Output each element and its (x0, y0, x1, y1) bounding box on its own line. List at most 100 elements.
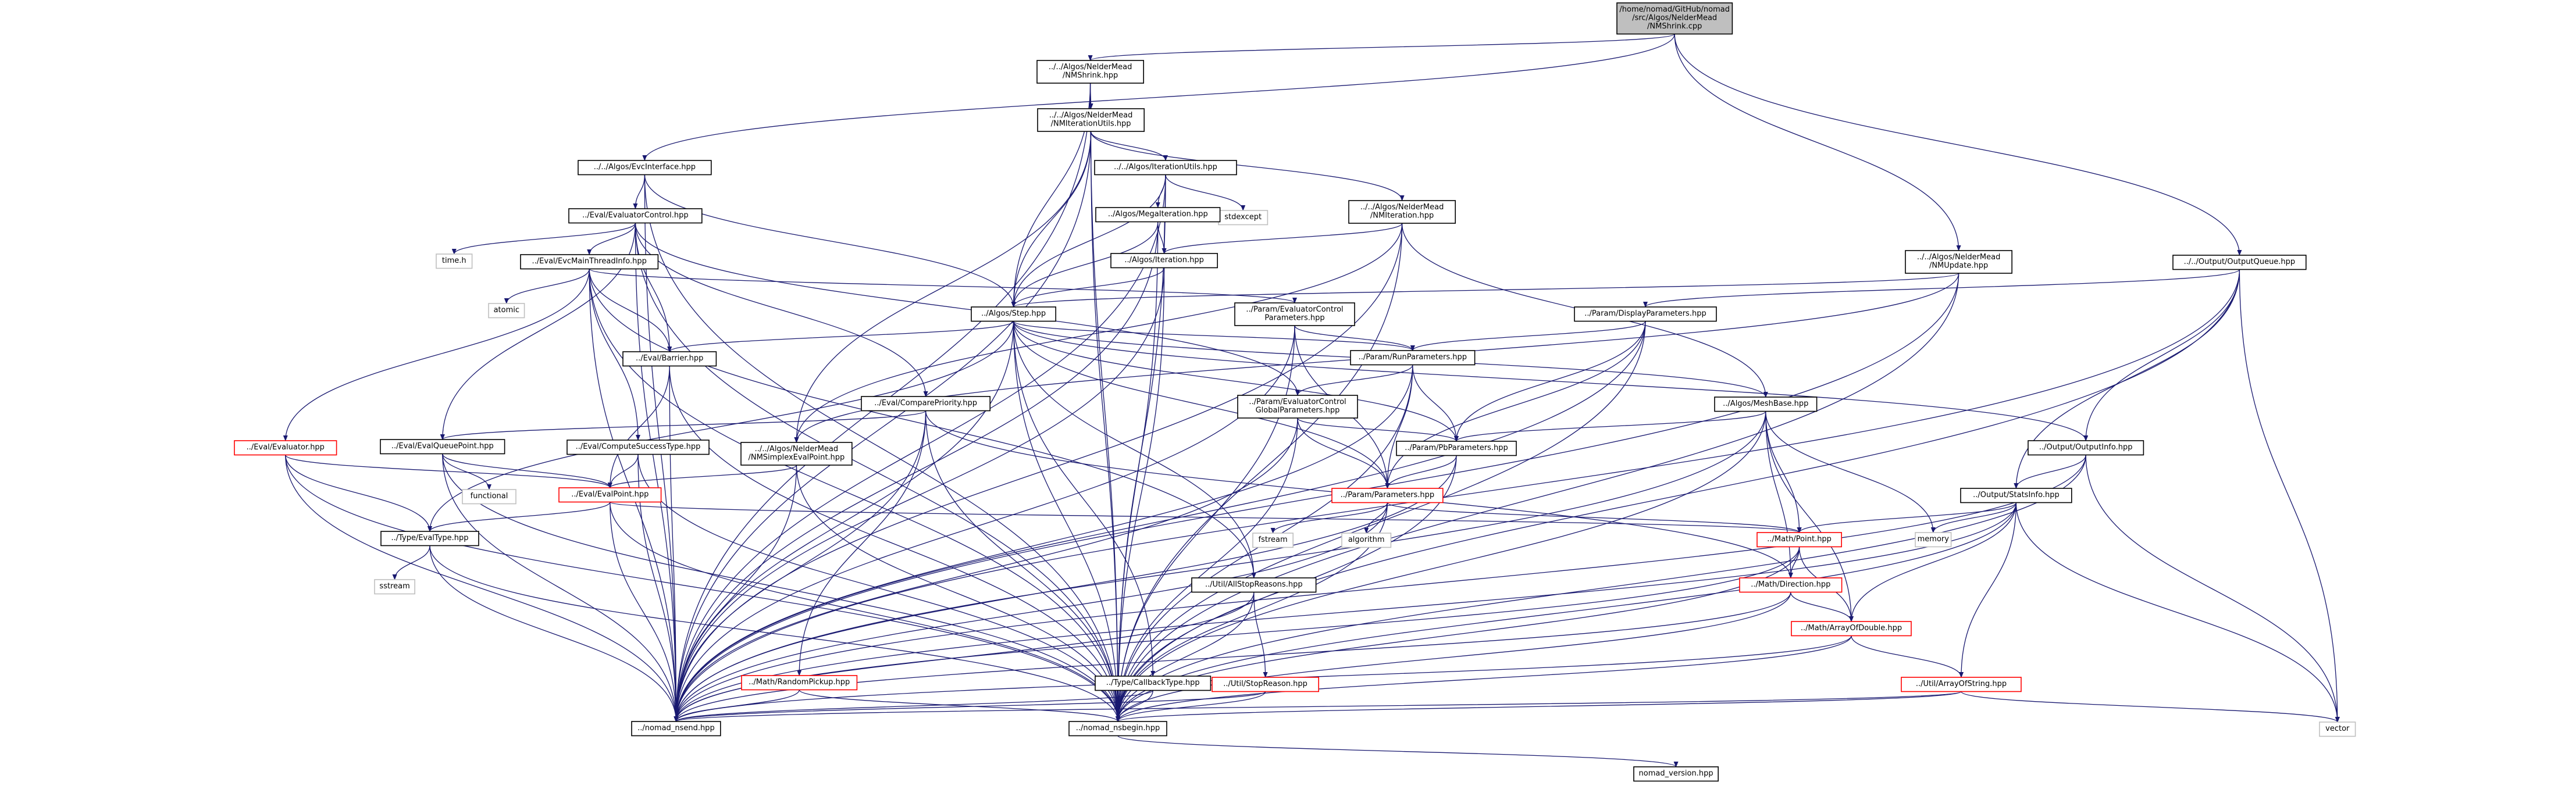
node-statsinfo[interactable]: ../Output/StatsInfo.hpp (1960, 488, 2072, 503)
edge-evaltype-to-sstream (392, 545, 430, 580)
node-label-evaltype-0: ../Type/EvalType.hpp (391, 534, 468, 542)
node-box-direction (1739, 577, 1843, 593)
node-nmshrink[interactable]: ../../Algos/NelderMead/NMShrink.hpp (1036, 60, 1144, 84)
node-arrayofdouble[interactable]: ../Math/ArrayOfDouble.hpp (1791, 621, 1912, 637)
node-direction[interactable]: ../Math/Direction.hpp (1739, 577, 1843, 593)
edge-randompickup-to-nomadnsend (674, 690, 800, 722)
node-nmiterutils[interactable]: ../../Algos/NelderMead/NMIterationUtils.… (1037, 108, 1145, 132)
node-algorithm[interactable]: algorithm (1341, 533, 1392, 548)
node-arrayofstring[interactable]: ../Util/ArrayOfString.hpp (1901, 677, 2022, 692)
edge-evaluator-to-nomadnsbegin (285, 455, 1120, 722)
edge-arrayofdouble-to-arrayofstring (1851, 635, 1964, 678)
edge-outqueue-to-outinfo (2083, 269, 2240, 441)
node-evaltype[interactable]: ../Type/EvalType.hpp (380, 531, 479, 546)
node-evalctrl[interactable]: ../Eval/EvaluatorControl.hpp (568, 208, 703, 224)
node-label-nmupdate-0: ../../Algos/NelderMead (1917, 253, 2001, 262)
edge-evalctrlglobal-to-nomadnsend (674, 417, 1298, 722)
node-label-memory-0: memory (1918, 535, 1950, 544)
node-randompickup[interactable]: ../Math/RandomPickup.hpp (741, 675, 858, 691)
node-displayparams[interactable]: ../Param/DisplayParameters.hpp (1574, 306, 1717, 322)
node-box-megaiter (1095, 207, 1221, 223)
node-sstream[interactable]: sstream (374, 579, 415, 595)
node-label-evaluator-0: ../Eval/Evaluator.hpp (247, 443, 325, 452)
node-label-root-2: /NMShrink.cpp (1647, 22, 1702, 31)
edge-nmiterutils-to-nmsimplexevalpoint (794, 131, 1092, 443)
edge-pbparams-to-parameters (1385, 455, 1457, 489)
node-evaluator[interactable]: ../Eval/Evaluator.hpp (234, 440, 337, 456)
edge-nmupdate-to-nomadnsend (674, 273, 1959, 722)
edge-megaiter-to-nomadnsbegin (1116, 222, 1159, 722)
node-computesuccess[interactable]: ../Eval/ComputeSuccessType.hpp (566, 440, 710, 455)
edge-statsinfo-to-arrayofstring (1959, 502, 2017, 678)
node-runparams[interactable]: ../Param/RunParameters.hpp (1350, 350, 1476, 366)
node-root[interactable]: /home/nomad/GitHub/nomad/src/Algos/Nelde… (1616, 2, 1733, 35)
edge-evaltype-to-nomadnsend (429, 545, 679, 722)
node-outinfo[interactable]: ../Output/OutputInfo.hpp (2028, 440, 2144, 456)
edge-evalctrl-to-nomadnsend (635, 223, 679, 722)
node-allstopreasons[interactable]: ../Util/AllStopReasons.hpp (1191, 577, 1317, 593)
node-box-evaluator (234, 440, 337, 456)
node-label-nmupdate-1: /NMUpdate.hpp (1929, 262, 1988, 270)
edge-nomadnsbegin-to-nomadversion (1117, 735, 1679, 767)
node-parameters[interactable]: ../Param/Parameters.hpp (1331, 488, 1444, 503)
node-megaiter[interactable]: ../Algos/MegaIteration.hpp (1095, 207, 1221, 223)
node-iterutils[interactable]: ../../Algos/IterationUtils.hpp (1094, 160, 1237, 176)
edge-outinfo-to-vector (2085, 455, 2340, 723)
edge-evaluator-to-evaltype (285, 455, 432, 532)
node-label-displayparams-0: ../Param/DisplayParameters.hpp (1584, 309, 1706, 318)
node-evcinterface[interactable]: ../../Algos/EvcInterface.hpp (578, 160, 712, 176)
edge-comparepriority-to-randompickup (797, 410, 927, 676)
edge-meshbase-to-memory (1765, 411, 1936, 533)
edge-statsinfo-to-memory (1930, 502, 2017, 533)
node-comparepriority[interactable]: ../Eval/ComparePriority.hpp (861, 396, 991, 412)
node-memory[interactable]: memory (1915, 532, 1952, 548)
node-nmsimplexevalpoint[interactable]: ../../Algos/NelderMead/NMSimplexEvalPoin… (740, 442, 853, 466)
node-evalqueuepoint[interactable]: ../Eval/EvalQueuePoint.hpp (380, 439, 505, 455)
node-stdexcept[interactable]: stdexcept (1218, 210, 1269, 226)
node-nmupdate[interactable]: ../../Algos/NelderMead/NMUpdate.hpp (1905, 250, 2012, 274)
node-time[interactable]: time.h (436, 253, 473, 269)
node-label-allstopreasons-0: ../Util/AllStopReasons.hpp (1205, 580, 1303, 589)
edge-meshbase-to-direction (1765, 411, 1793, 578)
node-pbparams[interactable]: ../Param/PbParameters.hpp (1396, 441, 1517, 456)
node-box-nmiteration (1348, 200, 1456, 224)
node-stopreason[interactable]: ../Util/StopReason.hpp (1212, 677, 1319, 692)
node-barrier[interactable]: ../Eval/Barrier.hpp (622, 351, 717, 367)
edge-runparams-to-pbparams (1412, 365, 1459, 442)
node-label-randompickup-0: ../Math/RandomPickup.hpp (749, 678, 850, 687)
edge-nmsimplexevalpoint-to-nomadnsbegin (796, 465, 1120, 722)
node-step[interactable]: ../Algos/Step.hpp (971, 306, 1056, 322)
node-functional[interactable]: functional (462, 489, 516, 505)
node-meshbase[interactable]: ../Algos/MeshBase.hpp (1714, 396, 1818, 412)
node-label-arrayofstring-0: ../Util/ArrayOfString.hpp (1916, 680, 2007, 688)
node-label-evcinterface-0: ../../Algos/EvcInterface.hpp (594, 163, 696, 172)
node-box-sstream (374, 579, 415, 595)
node-nomadversion[interactable]: nomad_version.hpp (1633, 766, 1719, 782)
edge-evalqueuepoint-to-evalpoint (442, 453, 612, 488)
edge-evaluator-to-nomadnsend (285, 455, 679, 722)
node-box-statsinfo (1960, 488, 2072, 503)
edge-evalctrlglobal-to-parameters (1297, 417, 1390, 489)
node-outqueue[interactable]: ../../Output/OutputQueue.hpp (2172, 255, 2307, 270)
node-nmiteration[interactable]: ../../Algos/NelderMead/NMIteration.hpp (1348, 200, 1456, 224)
edge-comparepriority-to-evalqueuepoint (440, 410, 927, 440)
node-iteration[interactable]: ../Algos/Iteration.hpp (1110, 253, 1218, 269)
edge-nmshrink-to-nomadnsbegin (1089, 83, 1120, 722)
node-nomadnsbegin[interactable]: ../nomad_nsbegin.hpp (1068, 721, 1167, 737)
node-callbacktype[interactable]: ../Type/CallbackType.hpp (1095, 676, 1212, 691)
node-label-runparams-0: ../Param/RunParameters.hpp (1359, 353, 1467, 362)
edge-step-to-pbparams (1013, 321, 1459, 442)
edge-nmsimplexevalpoint-to-evalpoint (607, 465, 797, 488)
node-nomadnsend[interactable]: ../nomad_nsend.hpp (631, 721, 721, 737)
node-point[interactable]: ../Math/Point.hpp (1756, 532, 1842, 548)
edges-layer (283, 33, 2340, 767)
node-evalctrlglobal[interactable]: ../Param/EvaluatorControlGlobalParameter… (1237, 395, 1358, 419)
node-atomic[interactable]: atomic (488, 303, 525, 319)
node-evcmain[interactable]: ../Eval/EvcMainThreadInfo.hpp (520, 254, 659, 270)
node-vector[interactable]: vector (2319, 721, 2356, 737)
node-fstream[interactable]: fstream (1252, 533, 1294, 548)
edge-step-to-nomadnsbegin (1013, 321, 1120, 722)
edge-iterutils-to-nomadnsend (674, 174, 1166, 722)
node-evalpoint[interactable]: ../Eval/EvalPoint.hpp (558, 487, 662, 503)
